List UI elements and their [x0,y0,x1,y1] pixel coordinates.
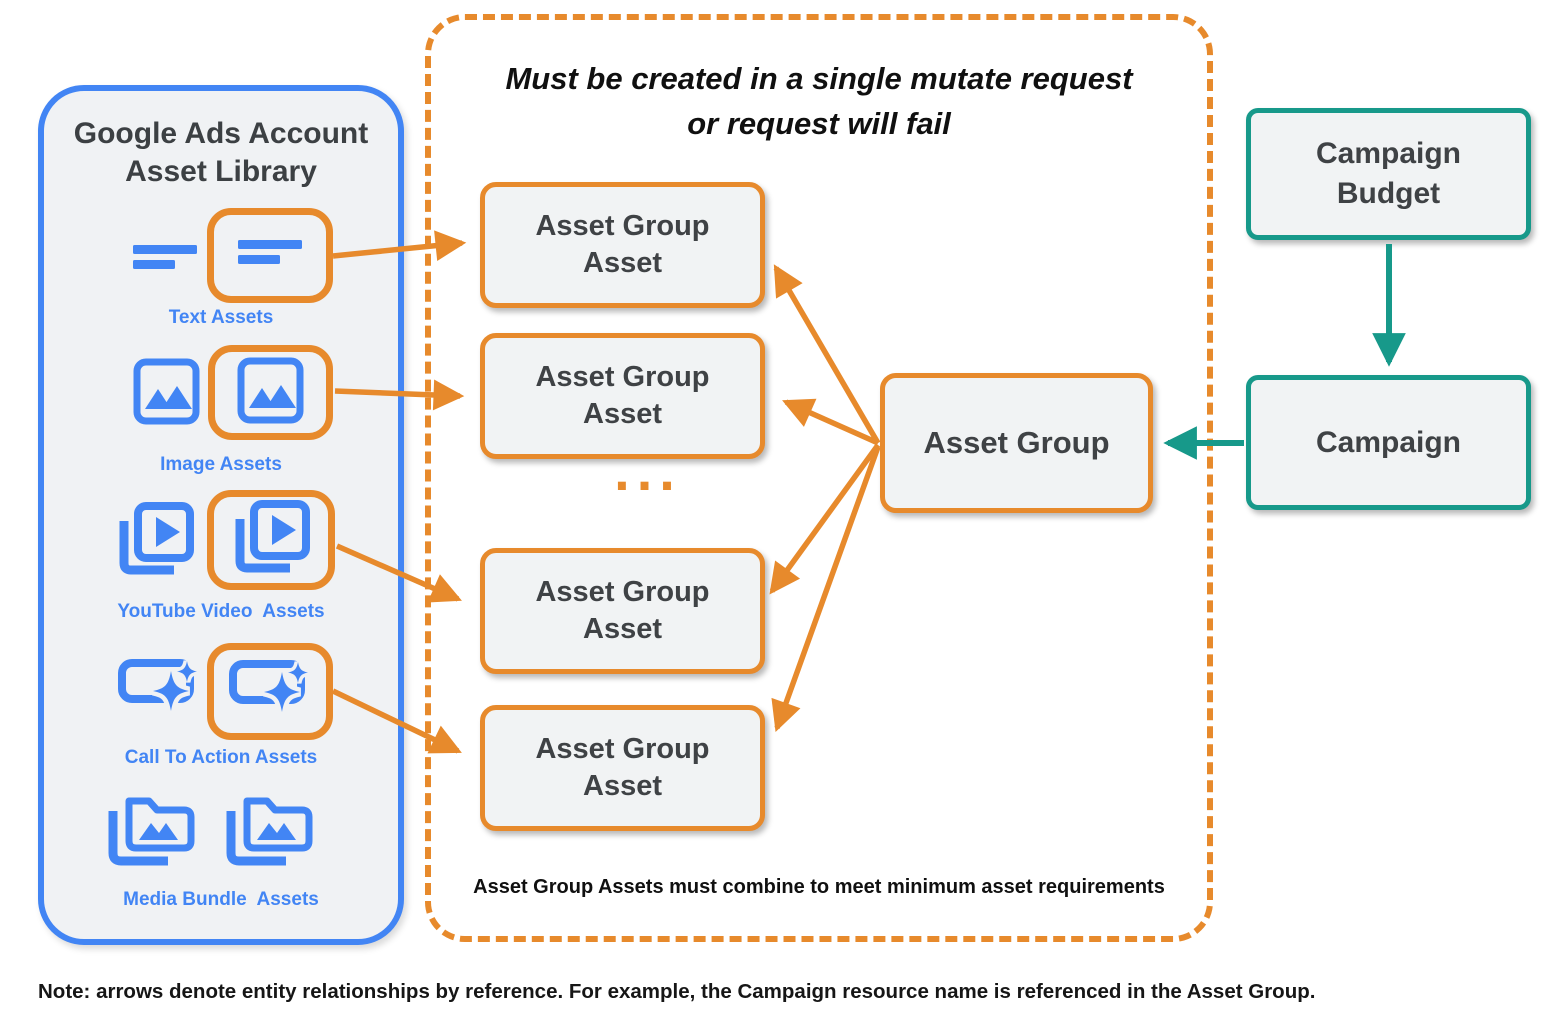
media-bundle-assets-label: Media Bundle Assets [123,889,319,910]
more-asset-group-assets-ellipsis: ... [614,439,682,502]
call-to-action-asset-highlight [207,643,333,740]
asset-group-asset-box-3: Asset Group Asset [480,548,765,674]
text-asset-icon [238,239,302,272]
minimum-requirements-caption: Asset Group Assets must combine to meet … [473,876,1165,898]
youtube-video-asset-icon [116,501,194,579]
call-to-action-asset-icon [118,657,200,719]
youtube-video-asset-icon [232,499,310,582]
image-asset-icon [237,357,304,429]
asset-library-panel: Google Ads Account Asset Library Text As… [38,85,404,945]
asset-group-asset-box-2: Asset Group Asset [480,333,765,459]
text-assets-label: Text Assets [168,307,274,328]
asset-group-box: Asset Group [880,373,1153,513]
image-asset-highlight [208,345,333,440]
campaign-box: Campaign [1246,375,1531,510]
media-bundle-asset-icon [222,787,316,869]
asset-group-asset-box-1: Asset Group Asset [480,182,765,308]
note-text: Note: arrows denote entity relationships… [38,980,1316,1003]
call-to-action-asset-icon [229,658,311,725]
youtube-video-asset-highlight [207,490,335,590]
text-asset-highlight [207,208,333,303]
image-asset-icon [133,358,200,425]
call-to-action-assets-label: Call To Action Assets [124,747,318,768]
youtube-video-assets-label: YouTube Video Assets [117,601,325,622]
mutate-request-title: Must be created in a single mutate reque… [505,61,1133,141]
text-asset-icon [133,244,197,272]
asset-group-asset-box-4: Asset Group Asset [480,705,765,831]
asset-library-title: Google Ads Account Asset Library [73,117,369,188]
campaign-budget-box: Campaign Budget [1246,108,1531,240]
image-assets-label: Image Assets [160,454,282,475]
media-bundle-asset-icon [104,787,198,869]
